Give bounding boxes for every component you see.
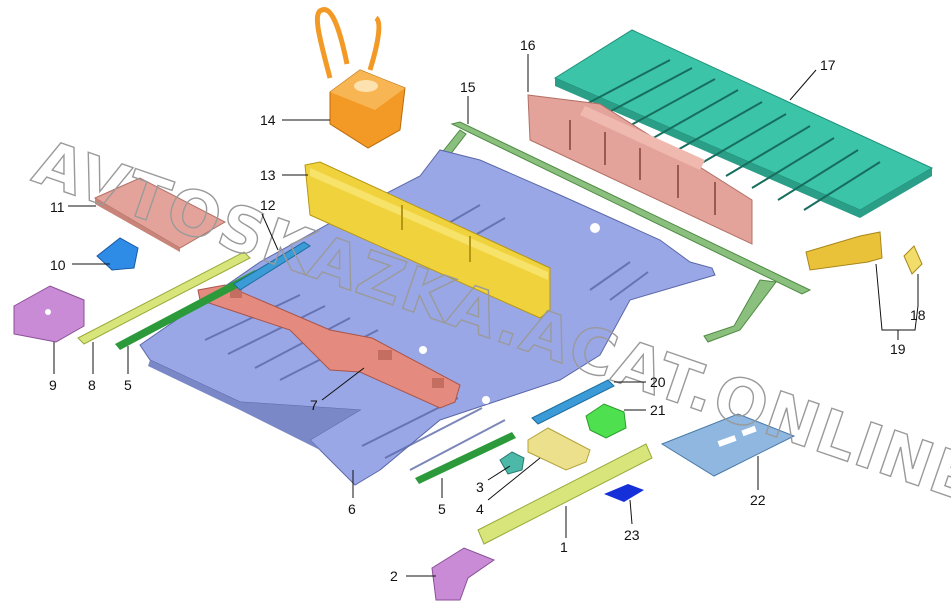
callout-10: 10 <box>50 257 66 273</box>
callout-20: 20 <box>650 374 666 390</box>
callout-9: 9 <box>49 377 57 393</box>
part-5-stiffener-left[interactable] <box>115 270 260 350</box>
callout-19: 19 <box>890 341 906 357</box>
part-20-blue-rail[interactable] <box>531 379 615 425</box>
part-6-front-floor[interactable] <box>139 149 716 490</box>
part-9-purple-bracket[interactable] <box>13 285 85 343</box>
part-12-blue-rail[interactable] <box>233 241 311 291</box>
callout-16: 16 <box>520 37 536 53</box>
part-1-lime-strip[interactable] <box>477 443 653 545</box>
part-14-orange-mount[interactable] <box>314 7 406 149</box>
callout-2: 2 <box>390 568 398 584</box>
part-7-cross-member[interactable] <box>197 284 461 409</box>
part-21-green-clip[interactable] <box>585 403 627 439</box>
part-11-front-panel[interactable] <box>93 177 227 252</box>
part-4-yellow-block[interactable] <box>527 427 591 471</box>
part-18-small-yellow-bracket[interactable] <box>903 245 923 275</box>
callout-7: 7 <box>310 397 318 413</box>
callout-11: 11 <box>50 199 65 215</box>
callout-numbers: 1 2 3 4 5 5 6 7 8 9 10 11 12 13 14 15 16… <box>49 37 926 584</box>
callout-3: 3 <box>476 479 484 495</box>
part-2-purple-bracket[interactable] <box>431 547 496 601</box>
part-8-lime-strip[interactable] <box>77 251 251 345</box>
part-3-teal-clip[interactable] <box>499 451 525 475</box>
callout-21: 21 <box>650 402 666 418</box>
part-23-navy-pad[interactable] <box>604 484 644 502</box>
callout-5-left: 5 <box>124 377 132 393</box>
part-22-light-blue-plate[interactable] <box>660 413 796 477</box>
callout-13: 13 <box>260 167 276 183</box>
part-13-tunnel-beam[interactable] <box>304 161 551 319</box>
part-16-rear-panel[interactable] <box>527 94 753 245</box>
callout-8: 8 <box>88 377 96 393</box>
callout-15: 15 <box>460 79 476 95</box>
part-10-blue-bracket[interactable] <box>96 237 139 271</box>
callout-1: 1 <box>560 539 568 555</box>
callout-23: 23 <box>624 527 640 543</box>
leader-lines <box>53 54 919 577</box>
callout-12: 12 <box>260 197 276 213</box>
callout-22: 22 <box>750 492 766 508</box>
callout-18: 18 <box>910 307 926 323</box>
callout-5-bottom: 5 <box>438 501 446 517</box>
part-17-rear-floor[interactable] <box>553 29 934 218</box>
part-19-yellow-bracket[interactable] <box>805 231 883 271</box>
callout-4: 4 <box>476 501 484 517</box>
callout-14: 14 <box>260 112 276 128</box>
callout-6: 6 <box>348 501 356 517</box>
part-5-stiffener-bottom[interactable] <box>415 432 516 484</box>
callout-17: 17 <box>820 57 836 73</box>
